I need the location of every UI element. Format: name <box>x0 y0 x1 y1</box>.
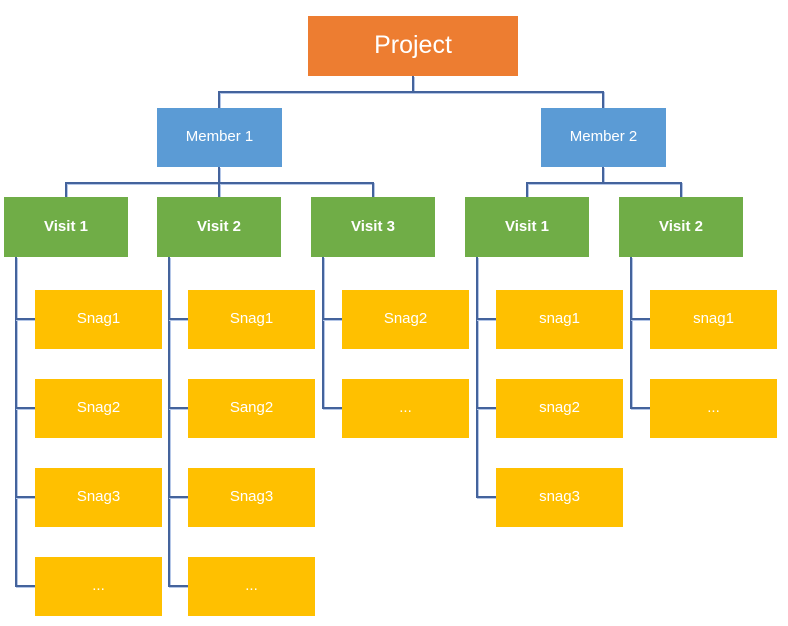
node-m2-v1-snag-2: snag2 <box>496 379 623 438</box>
connector-line <box>65 183 67 197</box>
connector-line <box>218 167 220 183</box>
connector-line <box>15 496 36 498</box>
connector-line <box>476 407 497 409</box>
connector-line <box>218 92 220 108</box>
connector-line <box>15 257 17 587</box>
connector-line <box>602 167 604 183</box>
node-m1-visit-2: Visit 2 <box>157 197 281 257</box>
connector-line <box>168 585 189 587</box>
connector-line <box>630 318 651 320</box>
connector-line <box>630 257 632 409</box>
connector-line <box>372 183 374 197</box>
connector-line <box>168 407 189 409</box>
connector-line <box>168 318 189 320</box>
node-m2-v1-snag-3: snag3 <box>496 468 623 527</box>
connector-line <box>476 496 497 498</box>
node-m1-v2-snag-2: Sang2 <box>188 379 315 438</box>
connector-line <box>602 92 604 108</box>
connector-line <box>630 407 651 409</box>
node-m2-v1-snag-1: snag1 <box>496 290 623 349</box>
connector-line <box>322 318 343 320</box>
node-project: Project <box>308 16 518 76</box>
connector-line <box>412 76 414 92</box>
connector-line <box>476 257 478 498</box>
node-m1-v2-snag-3: Snag3 <box>188 468 315 527</box>
connector-line <box>15 407 36 409</box>
connector-line <box>476 318 497 320</box>
connector-line <box>322 257 324 409</box>
node-m1-visit-3: Visit 3 <box>311 197 435 257</box>
connector-line <box>218 91 604 93</box>
node-m1-v1-snag-1: Snag1 <box>35 290 162 349</box>
connector-line <box>168 257 170 587</box>
node-m2-visit-2: Visit 2 <box>619 197 743 257</box>
node-m2-v2-snag-2: ... <box>650 379 777 438</box>
connector-line <box>15 585 36 587</box>
node-m1-v2-snag-1: Snag1 <box>188 290 315 349</box>
connector-line <box>322 407 343 409</box>
connector-line <box>526 183 528 197</box>
node-m1-v1-snag-4: ... <box>35 557 162 616</box>
node-m1-v2-snag-4: ... <box>188 557 315 616</box>
node-m1-visit-1: Visit 1 <box>4 197 128 257</box>
connector-line <box>15 318 36 320</box>
node-m1-v3-snag-2: ... <box>342 379 469 438</box>
connector-line <box>526 182 682 184</box>
node-m1-v3-snag-1: Snag2 <box>342 290 469 349</box>
node-m2-v2-snag-1: snag1 <box>650 290 777 349</box>
connector-line <box>680 183 682 197</box>
node-member-2: Member 2 <box>541 108 666 167</box>
node-m1-v1-snag-3: Snag3 <box>35 468 162 527</box>
node-m1-v1-snag-2: Snag2 <box>35 379 162 438</box>
connector-line <box>218 183 220 197</box>
node-m2-visit-1: Visit 1 <box>465 197 589 257</box>
node-member-1: Member 1 <box>157 108 282 167</box>
connector-line <box>168 496 189 498</box>
